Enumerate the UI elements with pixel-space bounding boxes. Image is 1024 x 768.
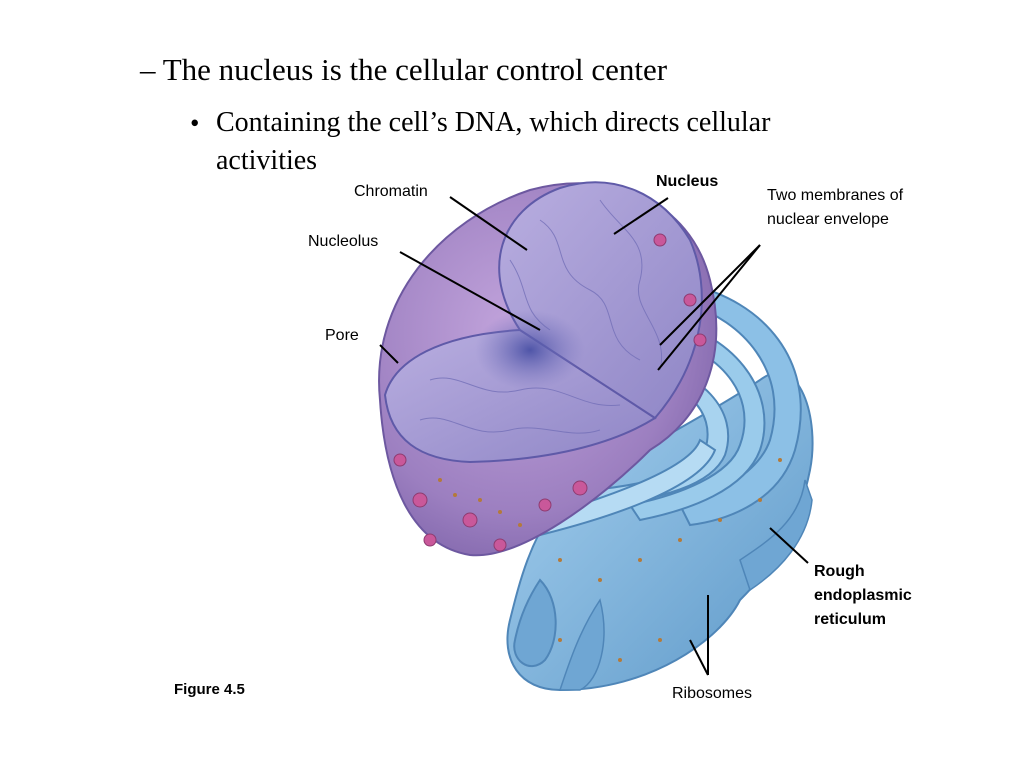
label-rough-er: Rough endoplasmic reticulum <box>814 563 912 628</box>
label-pore: Pore <box>325 327 359 344</box>
bullet-1: – The nucleus is the cellular control ce… <box>140 52 667 88</box>
bullet-1-text: The nucleus is the cellular control cent… <box>162 52 668 87</box>
leader-lines <box>379 196 809 676</box>
label-nucleus: Nucleus <box>656 173 719 190</box>
bullet-1-marker: – <box>140 52 156 87</box>
nucleus-shape <box>378 181 782 662</box>
label-chromatin: Chromatin <box>354 183 428 200</box>
bullet-2-marker: • <box>190 108 200 138</box>
label-ribosomes: Ribosomes <box>672 685 753 702</box>
figure-label: Figure 4.5 <box>174 681 245 698</box>
label-two-membranes: Two membranes of nuclear envelope <box>767 187 904 228</box>
bullet-2-text: Containing the cell’s DNA, which directs… <box>216 107 771 176</box>
nucleolus-shape <box>475 310 585 390</box>
label-nucleolus: Nucleolus <box>308 233 379 250</box>
